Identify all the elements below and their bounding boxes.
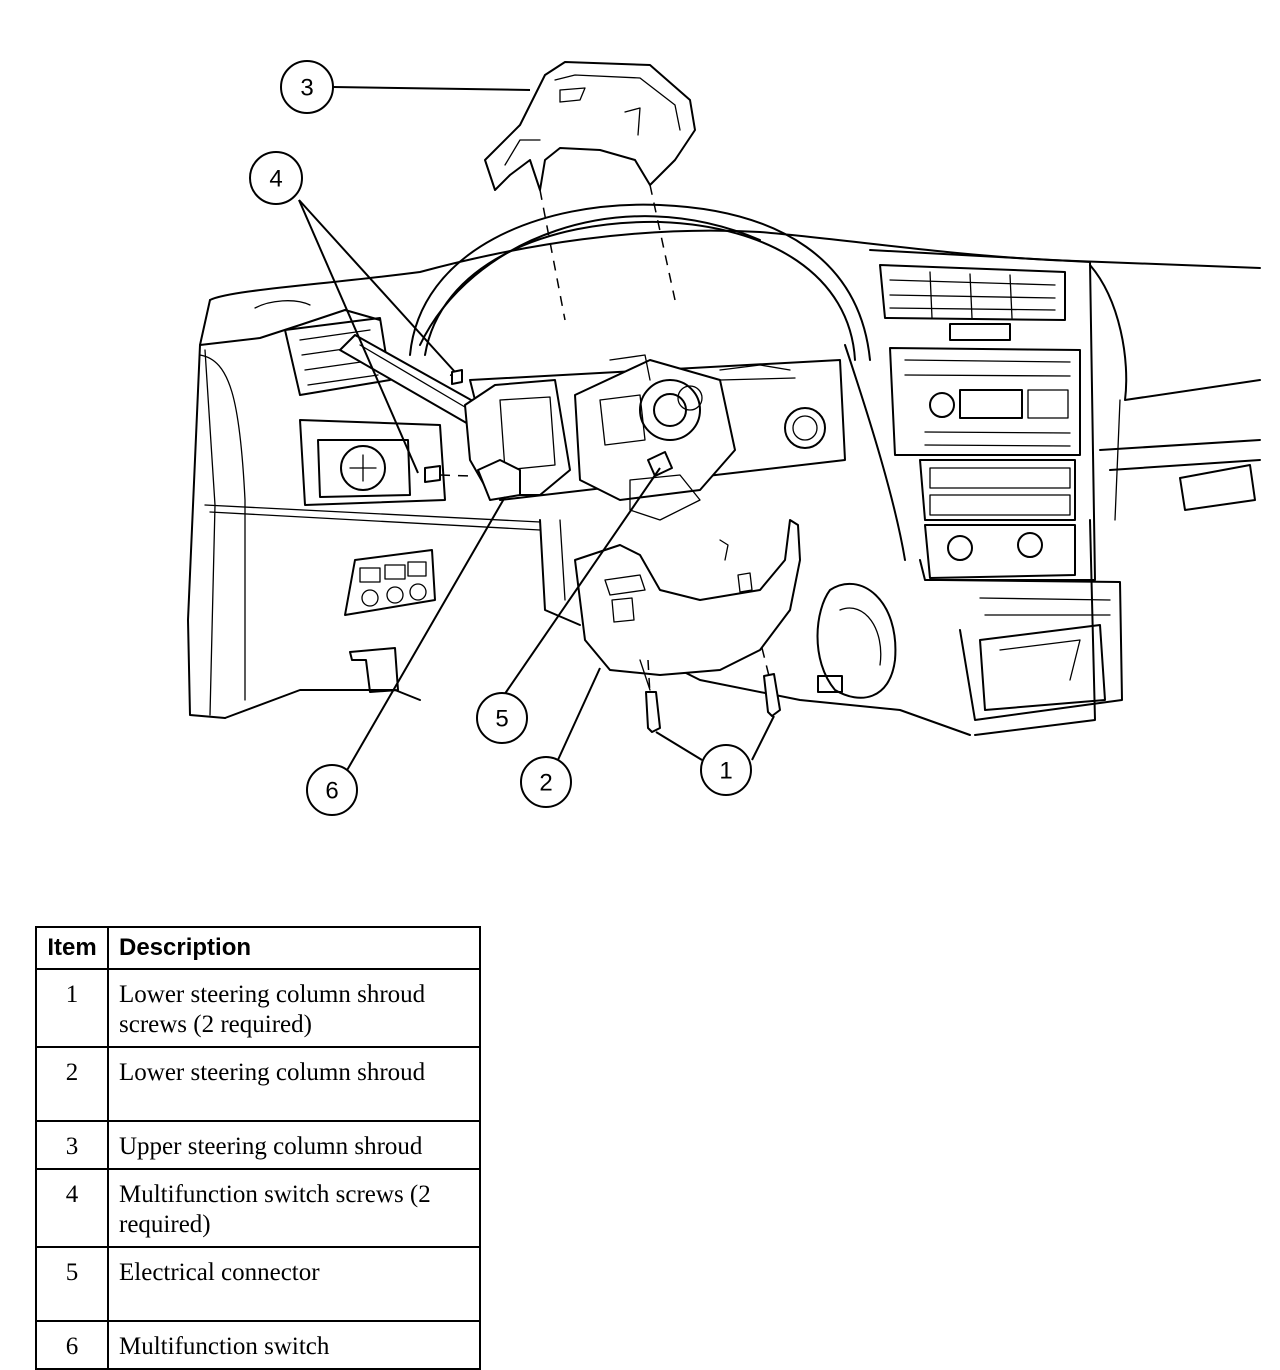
item-description: Lower steering column shroud screws (2 r… [107, 968, 481, 1048]
item-description: Upper steering column shroud [107, 1120, 481, 1170]
callout-label: 4 [269, 166, 282, 193]
item-description: Electrical connector [107, 1246, 481, 1322]
table-row: 6 Multifunction switch [35, 1320, 481, 1370]
table-row: 4 Multifunction switch screws (2 require… [35, 1168, 481, 1248]
callout-label: 3 [300, 75, 313, 102]
table-row: 1 Lower steering column shroud screws (2… [35, 968, 481, 1048]
item-number: 4 [35, 1168, 109, 1248]
legend-header-row: Item Description [35, 926, 481, 970]
callout-5: 5 [476, 692, 528, 744]
table-row: 5 Electrical connector [35, 1246, 481, 1322]
callout-1: 1 [700, 744, 752, 796]
upper-steering-column-shroud [484, 61, 696, 321]
table-row: 3 Upper steering column shroud [35, 1120, 481, 1170]
table-row: 2 Lower steering column shroud [35, 1046, 481, 1122]
leader-lines [298, 86, 775, 773]
callout-2: 2 [520, 756, 572, 808]
multifunction-switch [339, 334, 736, 521]
item-description: Multifunction switch screws (2 required) [107, 1168, 481, 1248]
item-number: 1 [35, 968, 109, 1048]
callout-label: 1 [719, 758, 732, 785]
legend-table: Item Description 1 Lower steering column… [35, 926, 481, 1370]
callout-4: 4 [249, 151, 303, 205]
item-description: Lower steering column shroud [107, 1046, 481, 1122]
callout-3: 3 [280, 60, 334, 114]
item-number: 2 [35, 1046, 109, 1122]
callout-6: 6 [306, 764, 358, 816]
exploded-view-diagram: 3 4 5 2 1 6 [187, 60, 1261, 816]
header-item: Item [35, 926, 109, 970]
lower-shroud-screws [645, 647, 781, 733]
item-number: 6 [35, 1320, 109, 1370]
item-number: 3 [35, 1120, 109, 1170]
callout-label: 5 [495, 706, 508, 733]
header-description: Description [107, 926, 481, 970]
lower-steering-column-shroud [574, 519, 801, 691]
dashboard-illustration: 3 4 5 2 1 6 [187, 60, 1261, 816]
item-description: Multifunction switch [107, 1320, 481, 1370]
callout-label: 6 [325, 778, 338, 805]
item-number: 5 [35, 1246, 109, 1322]
instrument-panel [187, 203, 1261, 736]
callout-label: 2 [539, 770, 552, 797]
